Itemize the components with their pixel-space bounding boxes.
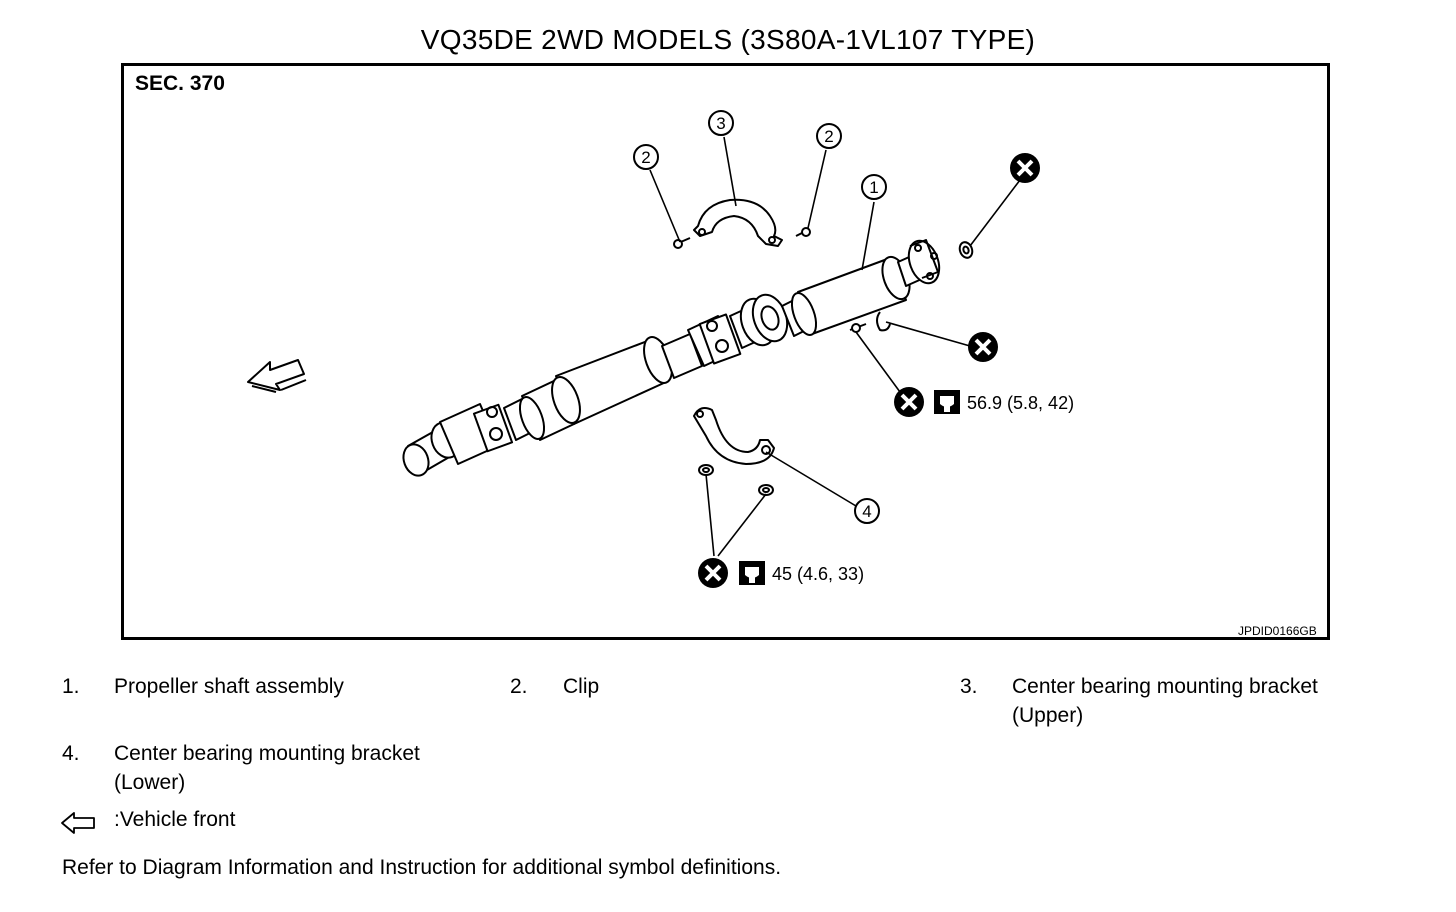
do-not-reuse-icon xyxy=(1010,153,1040,183)
legend-text: Propeller shaft assembly xyxy=(114,675,344,698)
legend-number: 2. xyxy=(510,675,528,698)
diagram-frame xyxy=(121,63,1330,640)
legend-text: Center bearing mounting bracket (Upper) xyxy=(1012,675,1318,727)
callout-3: 3 xyxy=(708,110,734,136)
legend-number: 1. xyxy=(62,675,80,698)
callout-4-label: 4 xyxy=(862,502,871,521)
legend-text: Clip xyxy=(563,675,600,698)
center-bearing-bracket-upper xyxy=(693,198,783,247)
vehicle-front-legend-text: :Vehicle front xyxy=(114,808,236,831)
callout-2-left-label: 2 xyxy=(641,148,650,167)
rear-flange xyxy=(907,239,941,285)
callout-1-label: 1 xyxy=(869,178,878,197)
center-bearing-bracket-lower xyxy=(693,407,775,465)
callout-2-left: 2 xyxy=(633,144,659,170)
snap-ring xyxy=(876,311,891,332)
front-shaft-tube xyxy=(518,333,703,441)
do-not-reuse-icon xyxy=(698,558,728,588)
torque-value-lower: 45 (4.6, 33) xyxy=(772,564,865,584)
front-universal-joint xyxy=(439,395,541,465)
figure-code: JPDID0166GB xyxy=(1238,624,1317,638)
vehicle-front-arrow-icon xyxy=(247,359,307,393)
section-number: SEC. 370 xyxy=(135,72,225,95)
clip-left xyxy=(673,237,691,249)
mid-bolt xyxy=(849,323,867,333)
symbol-reference-note: Refer to Diagram Information and Instruc… xyxy=(62,856,782,879)
diagram-title: VQ35DE 2WD MODELS (3S80A-1VL107 TYPE) xyxy=(420,24,1036,55)
clip-right xyxy=(795,227,811,237)
leader-lines xyxy=(649,136,1021,557)
do-not-reuse-icon xyxy=(894,387,924,417)
callout-2-right: 2 xyxy=(816,123,842,149)
callout-4: 4 xyxy=(854,498,880,524)
vehicle-front-legend-icon xyxy=(61,812,95,834)
center-joint-and-bearing xyxy=(687,293,789,367)
legend-number: 4. xyxy=(62,742,80,765)
rear-nut xyxy=(958,241,974,259)
rear-shaft-tube xyxy=(781,253,925,337)
legend-number: 3. xyxy=(960,675,978,698)
callout-1: 1 xyxy=(861,174,887,200)
callout-3-label: 3 xyxy=(716,114,725,133)
torque-wrench-icon xyxy=(934,390,960,414)
do-not-reuse-icon xyxy=(968,332,998,362)
lower-nuts xyxy=(698,464,774,496)
torque-value-upper: 56.9 (5.8, 42) xyxy=(967,393,1075,413)
torque-wrench-icon xyxy=(739,561,765,585)
legend-text: Center bearing mounting bracket (Lower) xyxy=(114,742,420,794)
callout-2-right-label: 2 xyxy=(824,127,833,146)
